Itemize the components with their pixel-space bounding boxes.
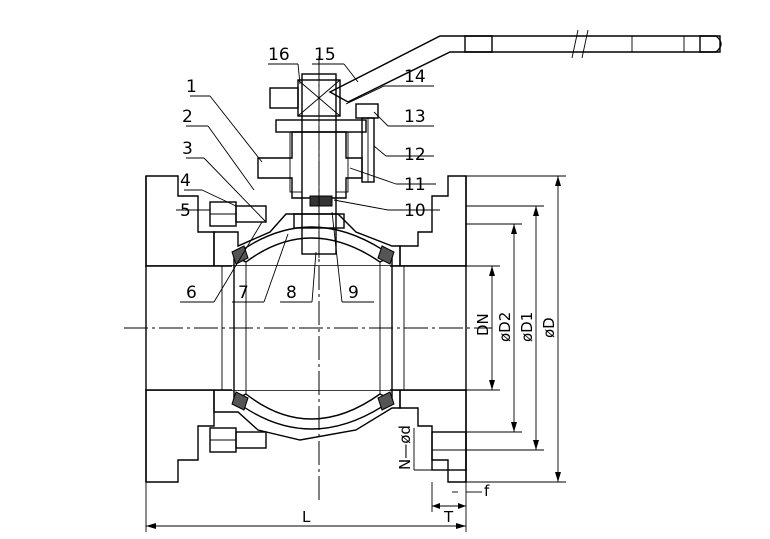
dim-raised-face: f [484,482,490,500]
dim-d: øD [540,317,558,338]
ball [231,226,395,430]
dimension-lines [145,175,566,532]
label-15: 15 [314,45,336,65]
flange-bolt-bottom [209,427,267,453]
flange-hole-right [431,431,467,471]
seat-right-top [377,245,395,265]
label-13: 13 [404,107,426,127]
stem-key [309,195,333,207]
seat-right-bottom [377,391,395,411]
label-5: 5 [180,201,191,221]
label-10: 10 [404,201,426,221]
dim-d2: øD2 [496,312,514,342]
gland-flange [257,131,363,199]
left-flange-lower [145,389,215,483]
label-8: 8 [286,283,297,303]
dim-dn: DN [474,313,492,336]
label-16: 16 [268,45,290,65]
handle-hub [269,87,299,109]
valve-body [145,175,467,483]
gland-bolt [355,103,379,183]
seat-left-bottom [231,391,249,411]
handle-lever [328,29,722,103]
flange-bolt-top [209,201,267,227]
label-2: 2 [182,107,193,127]
dim-thickness: T [443,508,454,526]
label-11: 11 [404,175,426,195]
leader-lines [176,63,440,303]
dim-d1: øD1 [518,312,536,342]
centerlines [124,56,492,500]
dim-bolt-holes: N—ød [396,425,414,470]
label-1: 1 [186,77,197,97]
label-12: 12 [404,145,426,165]
part-number-labels: 1 2 3 4 5 6 7 8 9 10 11 12 13 14 15 16 [180,45,426,303]
dimension-labels: DN øD2 øD1 øD N—ød L T f [302,312,558,526]
label-7: 7 [238,283,249,303]
label-3: 3 [182,139,193,159]
body-shell-bottom [213,389,401,441]
label-6: 6 [186,283,197,303]
label-14: 14 [404,67,426,87]
label-9: 9 [348,283,359,303]
dim-length: L [302,508,311,526]
seat-left-top [231,245,249,265]
label-4: 4 [180,171,191,191]
